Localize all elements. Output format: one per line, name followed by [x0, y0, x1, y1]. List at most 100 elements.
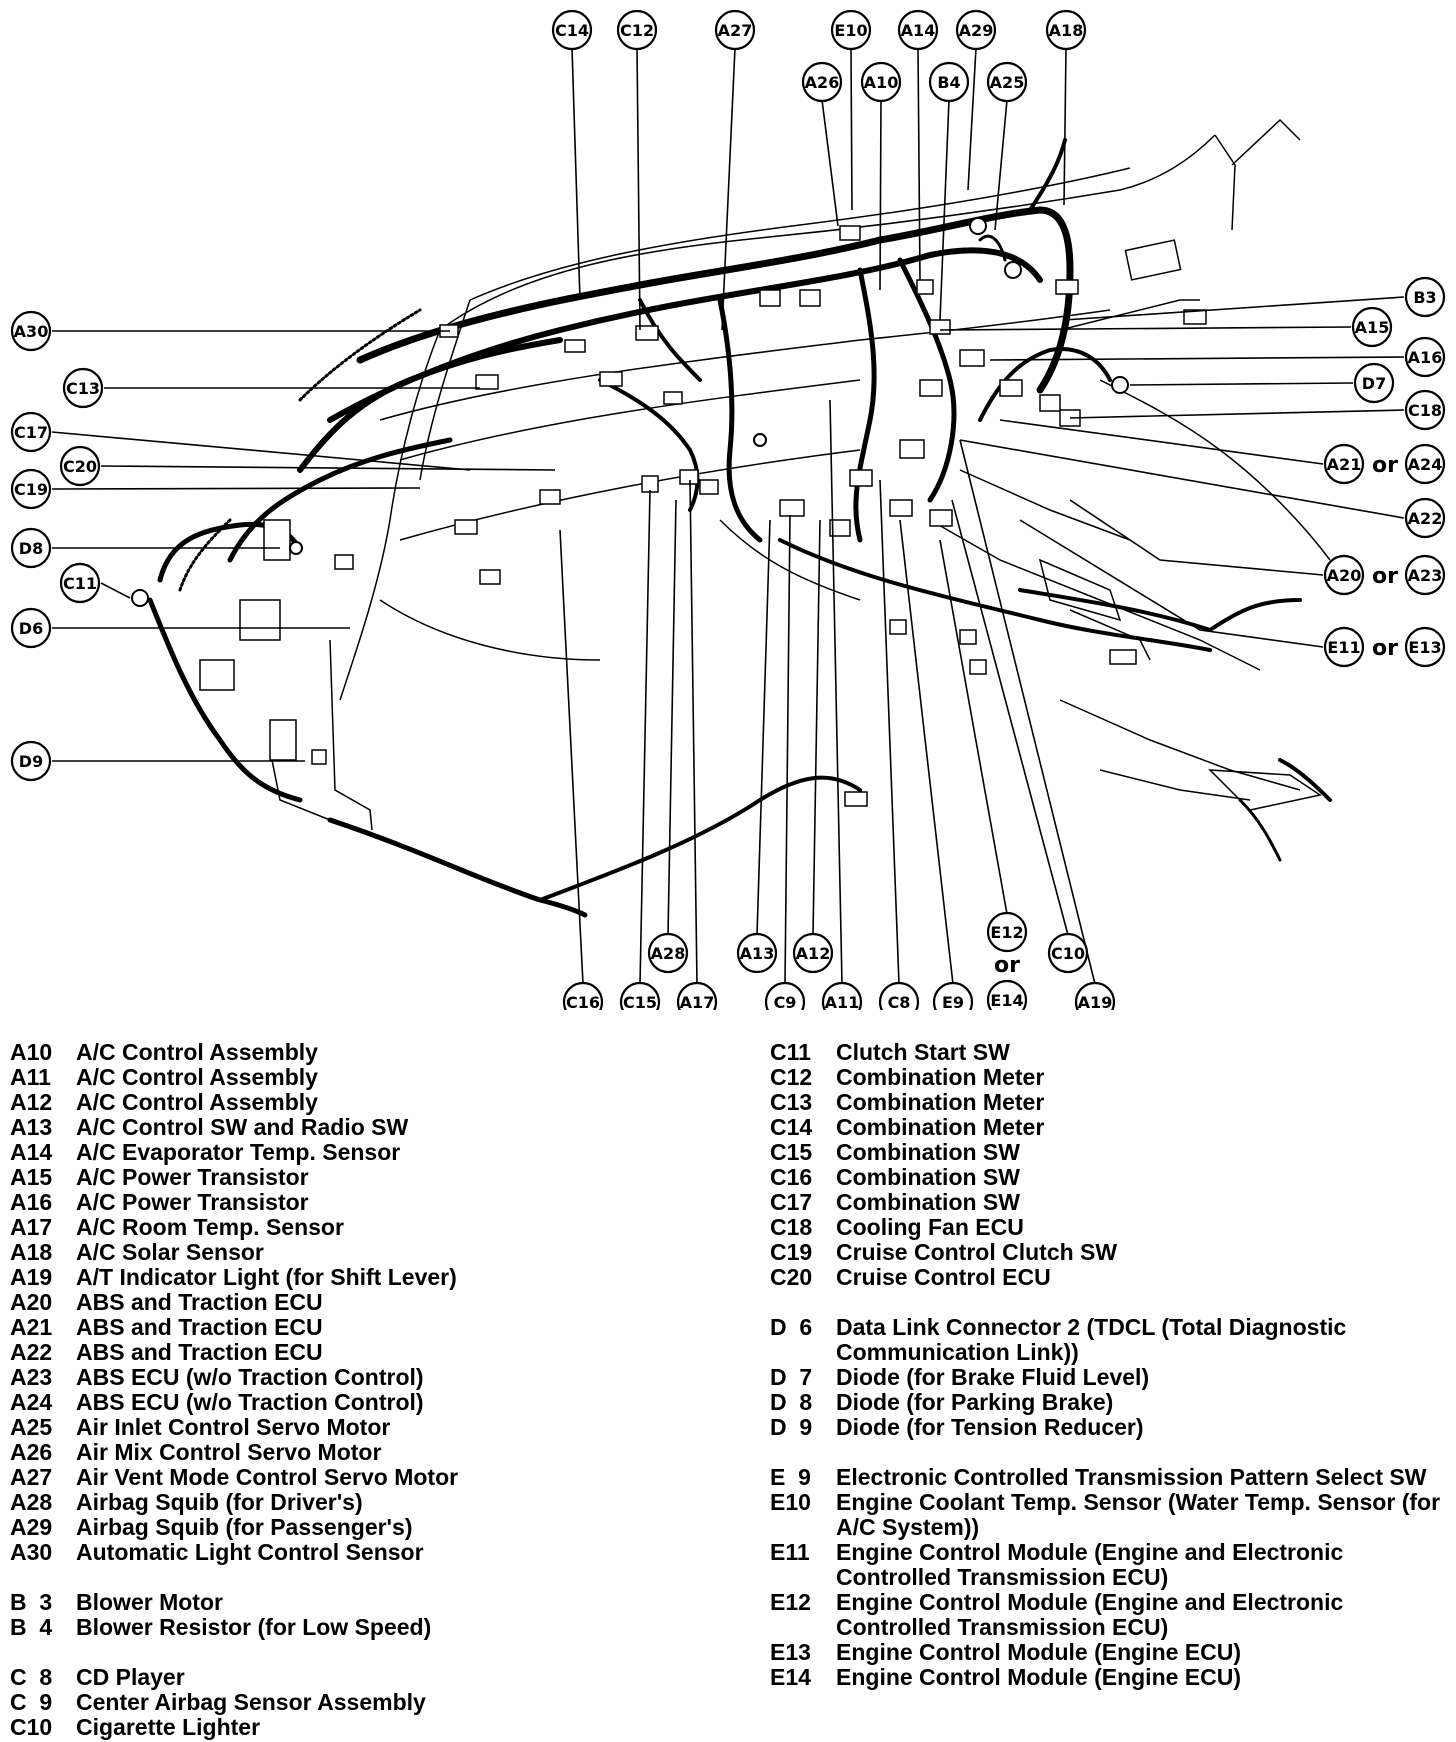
legend-description: ABS and Traction ECU — [76, 1314, 323, 1340]
callout-text: A25 — [990, 73, 1025, 92]
legend-description: Cruise Control ECU — [836, 1264, 1051, 1290]
wiring-harness-diagram: C14C12A27E10A14A29A18A26A10B4A25B3A15A16… — [10, 9, 1446, 1010]
callout-text: D8 — [19, 539, 43, 558]
legend-code: B 4 — [10, 1614, 53, 1640]
legend-code: A25 — [10, 1414, 53, 1440]
legend-code: A20 — [10, 1289, 53, 1315]
callout-text: A30 — [14, 322, 49, 341]
legend-code: C16 — [770, 1164, 813, 1190]
legend-code: C20 — [770, 1264, 813, 1290]
legend-code: D 8 — [770, 1389, 813, 1415]
callout-text: A23 — [1408, 566, 1443, 585]
legend-description: Diode (for Tension Reducer) — [836, 1414, 1144, 1440]
callout-c8: C8 — [878, 981, 920, 1010]
callout-e13: E13 — [1404, 626, 1446, 668]
legend-code: C 8 — [10, 1664, 53, 1690]
callout-a24: A24 — [1404, 443, 1446, 485]
callout-text: C8 — [888, 993, 911, 1010]
callout-text: A24 — [1408, 455, 1443, 474]
callout-b3: B3 — [1404, 276, 1446, 318]
callout-c12: C12 — [616, 9, 658, 51]
legend-code: A16 — [10, 1189, 53, 1215]
callout-a12: A12 — [792, 932, 834, 974]
legend-gap — [10, 1640, 730, 1665]
callout-c14: C14 — [551, 9, 593, 51]
callout-text: C13 — [66, 379, 100, 398]
callout-circle — [714, 9, 756, 51]
legend-description: Center Airbag Sensor Assembly — [76, 1689, 426, 1715]
callout-circle — [10, 310, 52, 352]
legend-description: Combination SW — [836, 1164, 1020, 1190]
legend-description: Engine Control Module (Engine ECU) — [836, 1664, 1242, 1690]
callout-a26: A26 — [801, 61, 843, 103]
callout-text: E12 — [990, 923, 1023, 942]
callout-text: A28 — [651, 944, 686, 963]
callout-c10: C10 — [1047, 932, 1089, 974]
legend-description: Combination Meter — [836, 1064, 1045, 1090]
callout-text: E13 — [1408, 638, 1441, 657]
callout-a19: A19 — [1074, 981, 1116, 1010]
legend-row: C20 Cruise Control ECU — [770, 1265, 1450, 1290]
callout-a13: A13 — [736, 932, 778, 974]
connector-blocks — [199, 225, 1207, 807]
callout-circle — [1404, 336, 1446, 378]
callout-c13: C13 — [62, 367, 104, 409]
callout-text: C20 — [63, 457, 97, 476]
legend-code: A22 — [10, 1339, 53, 1365]
callout-text: A19 — [1078, 993, 1113, 1010]
callout-a22: A22 — [1404, 497, 1446, 539]
callout-e9: E9 — [932, 981, 974, 1010]
callout-a20: A20 — [1323, 554, 1365, 596]
callout-circle — [986, 61, 1028, 103]
legend-code: C14 — [770, 1114, 813, 1140]
callout-text: C16 — [566, 993, 600, 1010]
main-wire-harness — [147, 138, 1332, 918]
callout-text: A10 — [864, 73, 899, 92]
legend-description: Blower Resistor (for Low Speed) — [76, 1614, 432, 1640]
callout-text: A14 — [901, 21, 936, 40]
legend-description: Engine Control Module (Engine and Electr… — [836, 1539, 1344, 1590]
callout-e12: E12 — [986, 911, 1028, 953]
callout-text: A21 — [1327, 455, 1362, 474]
callout-circle — [619, 981, 661, 1010]
callout-circle — [1323, 554, 1365, 596]
callout-a30: A30 — [10, 310, 52, 352]
legend-code: A26 — [10, 1439, 53, 1465]
legend-code: C18 — [770, 1214, 813, 1240]
legend-code: D 9 — [770, 1414, 813, 1440]
callout-c20: C20 — [59, 445, 101, 487]
legend-description: A/C Solar Sensor — [76, 1239, 264, 1265]
legend-code: E12 — [770, 1589, 811, 1615]
legend-gap — [770, 1440, 1450, 1465]
legend-description: Combination SW — [836, 1139, 1020, 1165]
callout-d6: D6 — [10, 607, 52, 649]
legend-description: Engine Control Module (Engine ECU) — [836, 1639, 1242, 1665]
callout-text: C19 — [14, 480, 48, 499]
callout-circle — [1404, 497, 1446, 539]
callout-circle — [1404, 389, 1446, 431]
callout-text: C10 — [1051, 944, 1085, 963]
callout-circle — [59, 562, 101, 604]
callout-circle — [551, 9, 593, 51]
callout-circle — [830, 9, 872, 51]
callout-circle — [62, 367, 104, 409]
callout-text: A17 — [680, 993, 715, 1010]
callout-text: C18 — [1408, 401, 1442, 420]
or-label: or — [1372, 453, 1398, 478]
callout-text: C14 — [555, 21, 589, 40]
callout-a14: A14 — [897, 9, 939, 51]
legend-gap — [10, 1565, 730, 1590]
callout-b4: B4 — [928, 61, 970, 103]
legend-code: A12 — [10, 1089, 53, 1115]
callout-text: A16 — [1408, 348, 1443, 367]
